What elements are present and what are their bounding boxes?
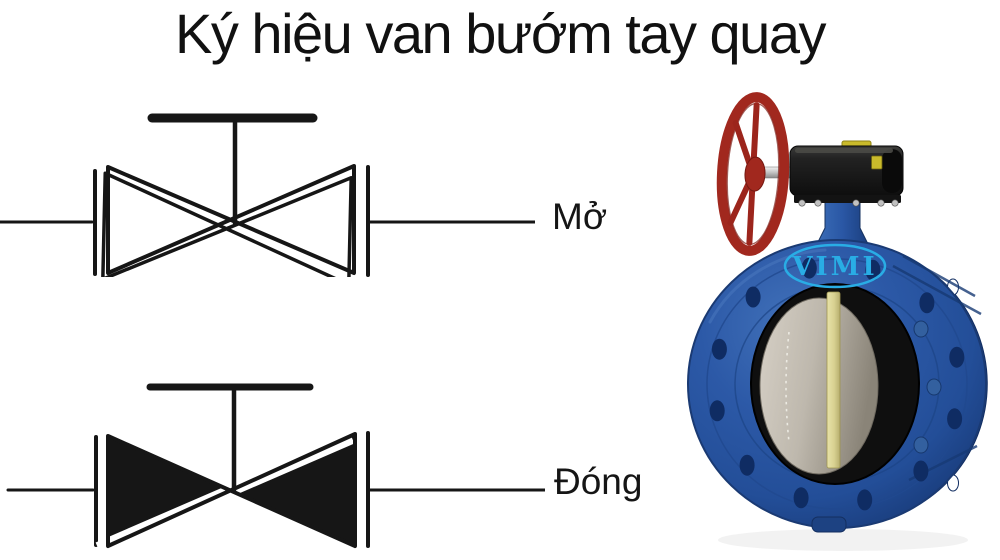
gearbox-bolts bbox=[798, 199, 899, 207]
valve-disc bbox=[759, 297, 879, 475]
valve-shadow bbox=[718, 529, 968, 551]
vimi-logo: VIMI bbox=[783, 243, 887, 289]
open-state-label: Mở bbox=[552, 196, 608, 237]
gearbox-label bbox=[871, 155, 883, 170]
valve-gearbox bbox=[789, 140, 904, 207]
bowtie-outline-sketch bbox=[101, 171, 353, 277]
vimi-logo-text: VIMI bbox=[791, 252, 877, 282]
bottom-boss bbox=[811, 516, 847, 533]
bowtie-outline bbox=[106, 432, 357, 548]
valve-stem bbox=[826, 291, 841, 469]
page-title: Ký hiệu van bướm tay quay bbox=[175, 2, 826, 65]
closed-state-label: Đóng bbox=[554, 461, 643, 502]
bowtie-outline bbox=[106, 164, 356, 275]
face-bosses bbox=[913, 320, 942, 454]
handwheel-hub bbox=[744, 156, 766, 192]
butterfly-valve-symbol-open bbox=[0, 113, 535, 277]
valve-handwheel bbox=[716, 92, 790, 256]
bolt-holes bbox=[709, 257, 965, 511]
butterfly-valve-photo: VIMI bbox=[687, 92, 988, 551]
butterfly-valve-symbol-closed bbox=[6, 383, 545, 550]
disc-print-marks bbox=[785, 331, 790, 443]
